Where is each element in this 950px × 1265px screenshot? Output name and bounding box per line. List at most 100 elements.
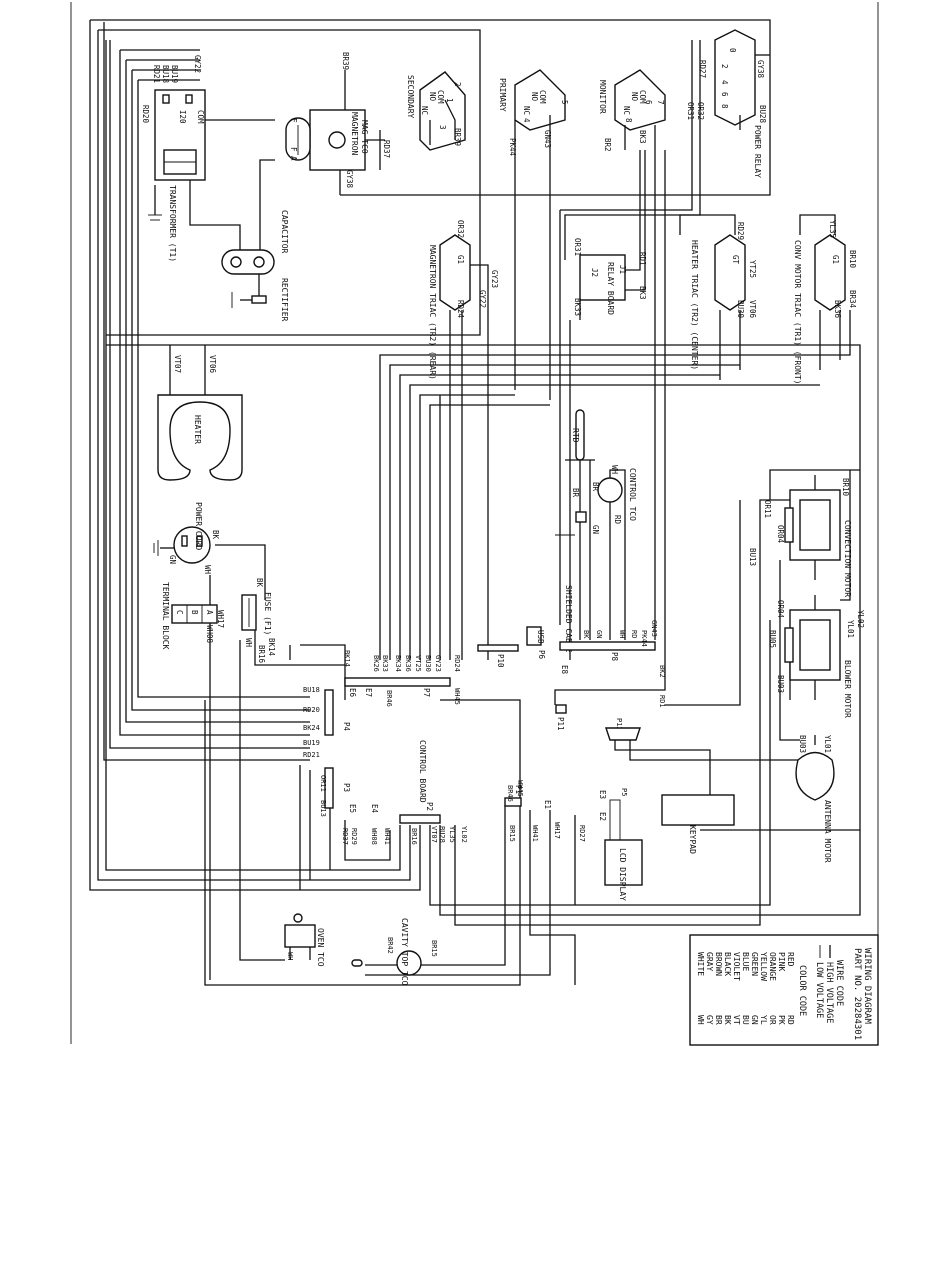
wire-label: BU28 [758, 105, 767, 124]
color-code: GY [705, 1015, 714, 1025]
color-code: VT [732, 1015, 741, 1025]
wire-label: BU05 [768, 630, 777, 648]
wire-label: BK34 [394, 655, 402, 672]
transformer-label: TRANSFORMER (T1) [168, 185, 177, 262]
switch-num: 5 [560, 100, 569, 105]
color-code: PK [777, 1015, 786, 1025]
lcd-display-label: LCD DISPLAY [618, 848, 627, 901]
wire-label: BR39 [341, 52, 350, 70]
heater-label: HEATER [193, 415, 202, 444]
antenna-motor-label: ANTENNA MOTOR [823, 800, 832, 863]
relay-pin: 8 [720, 104, 729, 109]
switch-com: COM [638, 90, 647, 104]
relay-pin: 6 [720, 92, 729, 97]
switch-no: NO [530, 92, 539, 102]
monitor-label: MONITOR [598, 80, 607, 114]
wire-label: GY22 [193, 55, 202, 73]
switch-num: 2 [453, 82, 462, 87]
port-e6: E6 [348, 688, 357, 698]
wire-label: BU13 [748, 548, 757, 566]
color-code: GN [750, 1015, 759, 1025]
wire-label: OR04 [776, 600, 785, 619]
wire-label: BK2 [658, 665, 666, 678]
wire-label: GN43 [543, 130, 552, 148]
wire-label: BR46 [506, 785, 514, 802]
wire-label: BK36 [404, 655, 412, 672]
terminal-fa: F A [289, 147, 298, 161]
legend-low-voltage: LOW VOLTAGE [814, 962, 824, 1018]
relay-j1: J1 [618, 265, 627, 274]
wire-label: RD29 [350, 828, 358, 845]
wire-label: OR31 [686, 102, 695, 120]
switch-com: COM [436, 90, 445, 104]
wire-label: VT25 [414, 655, 422, 672]
wire-label: GN [591, 525, 600, 534]
power-relay: 0 2 4 6 8 POWER RELAY RD27 GY38 BU28 OR3… [686, 29, 770, 178]
secondary-label: SECONDARY [406, 75, 415, 119]
relay-pin: 4 [720, 80, 729, 85]
switch-num: 3 [438, 125, 447, 130]
heater-triac: GT HEATER TRIAC (TR2) (CENTER) RD29 YT25… [679, 214, 757, 380]
switch-nc: NC [622, 106, 631, 115]
secondary-switch: SECONDARY COM NO NC 1 2 3 BR39 [406, 71, 466, 151]
wire-label: RD37 [341, 828, 349, 845]
wire-label: RD24 [456, 300, 465, 319]
wire-label: BK14 [267, 638, 276, 657]
wire-label: WH17 [216, 610, 225, 628]
wire-label: BR42 [386, 937, 394, 954]
keypad-label: KEYPAD [688, 825, 697, 854]
capacitor: CAPACITOR RECTIFIER [189, 180, 289, 322]
primary-label: PRIMARY [498, 78, 507, 112]
triac-gt: GT [731, 255, 740, 265]
color-name: RED [786, 952, 795, 967]
wire-label: BR34 [848, 290, 857, 309]
legend-color-code: COLOR CODE [797, 965, 807, 1016]
port-e4: E4 [370, 804, 379, 814]
wire-label: BR [591, 482, 600, 492]
wire-label: WH41 [383, 828, 391, 845]
wire-label: PK44 [508, 138, 517, 157]
port-p3: P3 [342, 783, 351, 792]
terminal-a: A [205, 610, 214, 615]
color-name: BROWN [714, 952, 723, 976]
color-name: PINK [777, 952, 786, 971]
wire-label: RD20 [141, 105, 150, 124]
switch-num: 8 [624, 118, 633, 123]
wire-label: VT06 [748, 300, 757, 319]
wire-label: RD21 [152, 65, 161, 83]
wire-label: BU19 [303, 739, 320, 747]
wire-label: WH08 [205, 625, 214, 644]
wire-label: WH [244, 638, 253, 648]
wire-label: BR39 [453, 128, 462, 146]
wire-label: WH [610, 465, 619, 475]
wire-label: RD24 [453, 655, 461, 672]
power-relay-label: POWER RELAY [753, 125, 762, 178]
wire-label: BR15 [508, 825, 516, 842]
wire-label: RD37 [382, 140, 391, 158]
switch-num: 4 [522, 118, 531, 123]
rectifier-label: RECTIFIER [280, 278, 289, 322]
switch-label-com: COM [196, 110, 205, 124]
color-name: WHITE [696, 952, 705, 976]
terminal-block: C B A TERMINAL BLOCK WH17 WH08 [161, 582, 225, 650]
conv-motor-triac-label: CONV MOTOR TRIAC (TR1) (FRONT) [793, 240, 802, 385]
wire-label: WH45 [453, 688, 461, 705]
conv-motor-triac: G1 CONV MOTOR TRIAC (TR1) (FRONT) YL35 B… [793, 214, 857, 385]
port-e1: E1 [543, 800, 552, 809]
mag-tco-label: MAG TCO [360, 120, 369, 154]
switch-no: NO [630, 92, 639, 102]
wire-label: BR10 [848, 250, 857, 269]
wire-label: RD27 [698, 60, 707, 78]
port-p8: P8 [610, 652, 619, 662]
heater-triac-label: HEATER TRIAC (TR2) (CENTER) [690, 240, 699, 370]
wire-label: WH17 [553, 822, 561, 839]
relay-board: RELAY BOARD J1 J2 OR31 RD1 BK3 BK33 [573, 150, 647, 320]
wire-label: BR2 [603, 138, 612, 152]
cavity-top-tco: CAVITY TOP TCO BR15 BR42 [351, 918, 438, 986]
wire-label: BK [255, 578, 264, 588]
convection-motor: CONVECTION MOTOR BR10 OR11 OR04 BU13 [748, 475, 852, 597]
wire-label: GY38 [756, 60, 765, 79]
rtd-probe: RTD BR BR GN SHIELDED CABLE [555, 409, 600, 653]
wire-label: BU03 [798, 735, 807, 753]
